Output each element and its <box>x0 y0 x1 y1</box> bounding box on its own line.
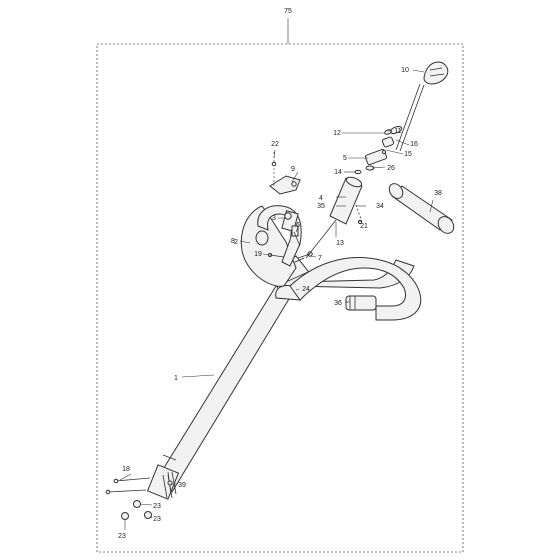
throttle-lever <box>269 152 301 195</box>
shaft-bushings <box>354 148 388 175</box>
callout-15: 15 <box>404 151 412 158</box>
callout-36: 36 <box>334 300 342 307</box>
callout-3: 3 <box>272 215 276 222</box>
callout-5: 5 <box>343 155 347 162</box>
callout-26: 26 <box>387 165 395 172</box>
callout-7: 7 <box>318 255 322 262</box>
callout-23-c: 23 <box>153 516 161 523</box>
callout-34: 34 <box>376 203 384 210</box>
ferrules <box>381 126 403 155</box>
callout-19: 19 <box>254 251 262 258</box>
callout-assembly: 75 <box>284 8 292 15</box>
callout-11: 11 <box>394 128 401 135</box>
lower-bolts <box>105 477 151 495</box>
callout-8: 8 <box>231 238 235 245</box>
side-handle <box>275 257 422 321</box>
callout-35: 35 <box>317 203 325 210</box>
callout-22: 22 <box>271 141 279 148</box>
callout-12: 12 <box>333 130 341 137</box>
handle-knob <box>255 230 269 246</box>
grip-tube <box>388 183 455 234</box>
callout-10: 10 <box>401 67 409 74</box>
callout-2: 2 <box>234 239 238 246</box>
drive-rod <box>395 61 449 152</box>
callout-leaders <box>119 69 434 530</box>
callout-14: 14 <box>334 169 342 176</box>
callout-16: 16 <box>410 141 418 148</box>
callout-39: 39 <box>178 482 186 489</box>
callout-21: 21 <box>360 223 368 230</box>
callout-18: 18 <box>122 466 130 473</box>
callout-38: 38 <box>434 190 442 197</box>
callout-1: 1 <box>174 375 178 382</box>
rod-link <box>305 176 363 259</box>
callout-13: 13 <box>336 240 344 247</box>
callout-23-b: 23 <box>153 503 161 510</box>
callout-24: 24 <box>302 286 310 293</box>
callout-9: 9 <box>291 166 295 173</box>
main-shaft <box>153 285 293 493</box>
trigger-parts <box>281 210 301 247</box>
callout-23-a: 23 <box>118 533 126 540</box>
callout-6: 6 <box>296 222 300 229</box>
lower-nuts <box>121 500 152 520</box>
assembly-frame <box>96 43 464 553</box>
callout-4: 4 <box>319 195 323 202</box>
